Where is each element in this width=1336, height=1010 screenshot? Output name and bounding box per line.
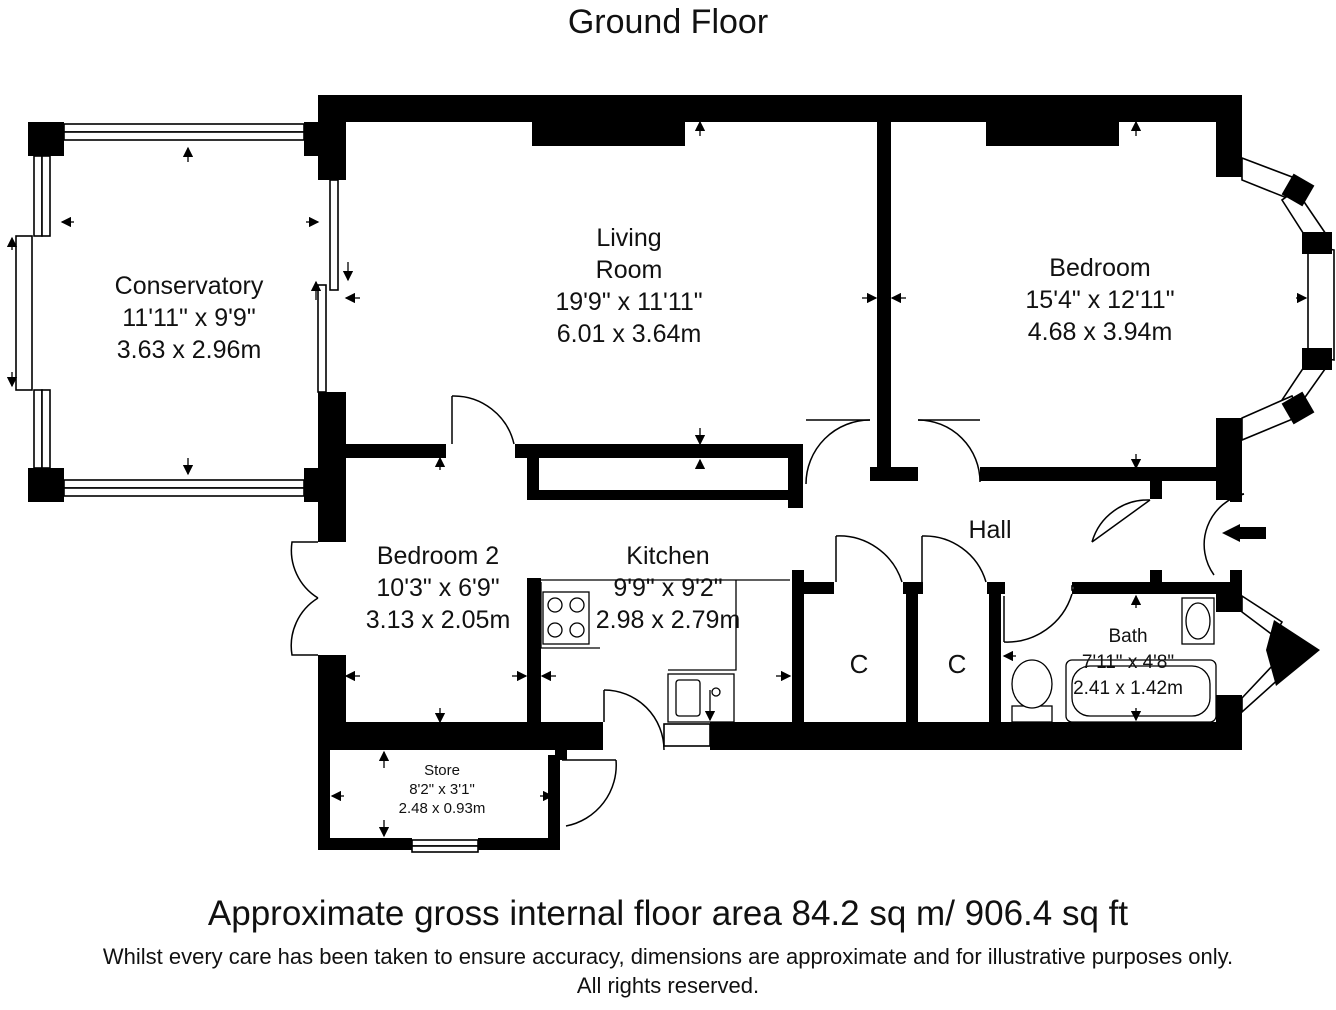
walls	[28, 95, 1266, 850]
room-name: Bedroom	[1049, 254, 1151, 282]
room-bath: Bath 7'11" x 4'8" 2.41 x 1.42m	[1060, 624, 1196, 702]
room-metric-size: 2.48 x 0.93m	[398, 800, 486, 817]
room-imperial-size: 8'2" x 3'1"	[409, 781, 475, 798]
room-imperial-size: 7'11" x 4'8"	[1081, 652, 1175, 673]
room-name: Kitchen	[626, 542, 710, 570]
room-cupboard-1: C	[836, 648, 882, 680]
room-imperial-size: 19'9" x 11'11"	[555, 288, 703, 316]
room-store: Store 8'2" x 3'1" 2.48 x 0.93m	[382, 761, 502, 818]
room-name: C	[849, 649, 869, 679]
room-imperial-size: 15'4" x 12'11"	[1025, 286, 1175, 314]
room-imperial-size: 11'11" x 9'9"	[122, 304, 256, 332]
fixtures	[540, 579, 1217, 723]
room-cupboard-2: C	[934, 648, 980, 680]
disclaimer: Whilst every care has been taken to ensu…	[0, 942, 1336, 1000]
room-imperial-size: 10'3" x 6'9"	[376, 574, 500, 602]
rights-text: All rights reserved.	[576, 973, 760, 998]
room-hall: Hall	[950, 514, 1030, 546]
room-name: C	[947, 649, 967, 679]
disclaimer-text: Whilst every care has been taken to ensu…	[102, 944, 1234, 969]
room-kitchen: Kitchen 9'9" x 9'2" 2.98 x 2.79m	[586, 540, 750, 636]
room-name: Hall	[968, 516, 1012, 544]
room-metric-size: 6.01 x 3.64m	[556, 320, 702, 348]
room-conservatory: Conservatory 11'11" x 9'9" 3.63 x 2.96m	[96, 270, 282, 366]
room-metric-size: 3.63 x 2.96m	[116, 336, 262, 364]
room-name: Bath	[1108, 626, 1148, 647]
room-name: Store	[424, 762, 460, 779]
room-living: Living Room 19'9" x 11'11" 6.01 x 3.64m	[524, 222, 734, 350]
room-name-line2: Room	[595, 256, 663, 284]
room-bedroom: Bedroom 15'4" x 12'11" 4.68 x 3.94m	[1000, 252, 1200, 348]
room-metric-size: 2.98 x 2.79m	[595, 606, 741, 634]
room-name: Bedroom 2	[376, 542, 500, 570]
room-name: Conservatory	[114, 272, 264, 300]
room-metric-size: 3.13 x 2.05m	[365, 606, 511, 634]
room-name-line1: Living	[596, 224, 662, 252]
room-bedroom-2: Bedroom 2 10'3" x 6'9" 3.13 x 2.05m	[348, 540, 528, 636]
doors	[290, 395, 1245, 827]
room-metric-size: 4.68 x 3.94m	[1027, 318, 1173, 346]
room-imperial-size: 9'9" x 9'2"	[613, 574, 723, 602]
dimension-arrows	[6, 120, 1308, 838]
room-metric-size: 2.41 x 1.42m	[1073, 678, 1183, 699]
floor-area-summary: Approximate gross internal floor area 84…	[207, 894, 1129, 933]
floor-title: Ground Floor	[567, 3, 769, 41]
